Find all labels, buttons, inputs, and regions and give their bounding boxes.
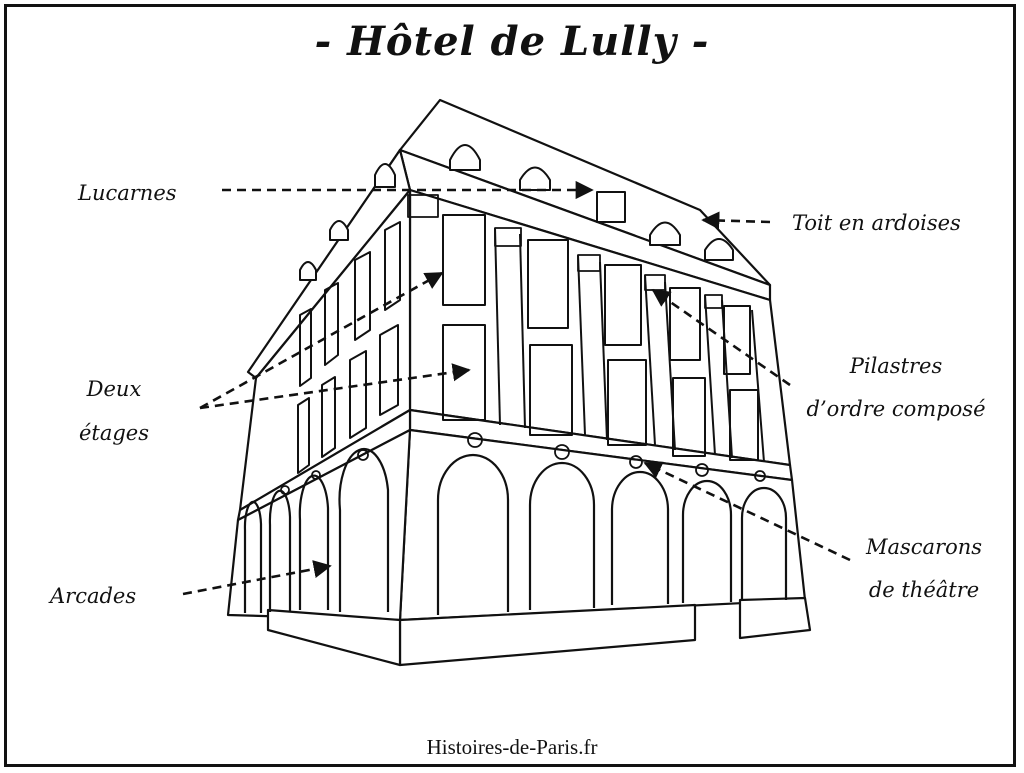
label-deux-line2: étages	[78, 421, 150, 445]
dormers	[299, 144, 734, 281]
windows-upper-front	[442, 214, 751, 375]
label-mascarons-line1: Mascarons	[865, 535, 983, 559]
windows-left	[297, 221, 401, 474]
base-right	[738, 596, 812, 640]
mascarons	[280, 432, 766, 495]
base-left	[266, 608, 402, 667]
label-lucarnes: Lucarnes	[78, 181, 177, 205]
ground-left	[226, 428, 412, 622]
arrow-deux-1	[199, 271, 444, 410]
arrow-toit	[701, 211, 771, 230]
label-arcades: Arcades	[50, 584, 137, 608]
arrow-pilastres	[651, 288, 791, 387]
leader-arrows	[182, 180, 851, 596]
arrow-arcades	[182, 560, 332, 596]
capitals	[407, 194, 723, 309]
label-pilastres-line2: d’ordre composé	[806, 397, 986, 421]
label-pilastres-line1: Pilastres	[849, 354, 943, 378]
arrow-mascarons	[643, 461, 851, 562]
footer-credit: Histoires-de-Paris.fr	[426, 735, 598, 759]
arches-front	[436, 453, 788, 615]
pilasters	[494, 227, 765, 463]
label-deux-line1: Deux	[86, 377, 142, 401]
label-toit: Toit en ardoises	[792, 211, 961, 235]
diagram-title: - Hôtel de Lully -	[314, 18, 710, 65]
label-mascarons-line2: de théâtre	[868, 578, 980, 602]
arrow-deux-2	[199, 363, 471, 410]
